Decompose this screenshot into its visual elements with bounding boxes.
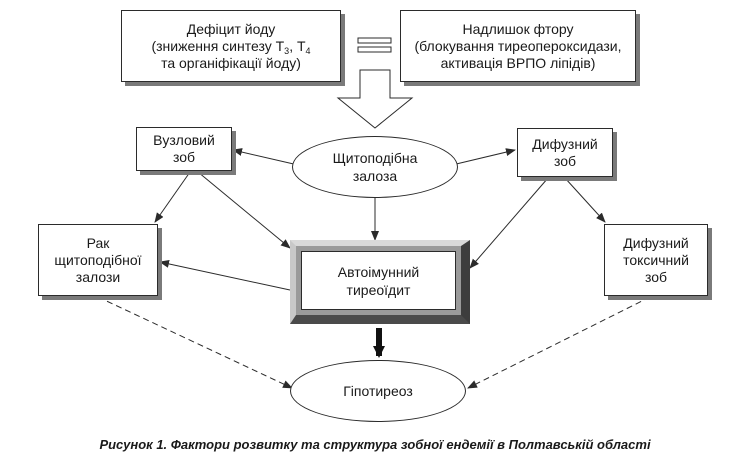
toxic-goiter-label-3: зоб (644, 268, 668, 285)
toxic-goiter-label-1: Дифузний (623, 234, 689, 251)
hypothyroidism-label: Гіпотиреоз (343, 383, 413, 399)
thyroid-label-1: Щитоподібна (332, 150, 418, 166)
hollow-down-arrow (336, 69, 414, 129)
thyroid-cancer-label-2: щитоподібної (54, 251, 142, 268)
iodine-deficit-title: Дефіцит йоду (186, 20, 276, 37)
arrow-diffuse-to-autoimmune (469, 177, 549, 269)
autoimmune-thyroiditis-box: Автоімунний тиреоїдит (301, 251, 456, 310)
nodular-goiter-label-1: Вузловий (153, 132, 215, 148)
fluorine-excess-detail: (блокування тиреопероксидази, (414, 37, 622, 54)
dashed-arrow-toxic-to-hypothyroid (467, 296, 651, 389)
iodine-deficit-detail: (зниження синтезу Т3, Т4 (151, 37, 311, 56)
thyroid-cancer-label-3: залози (75, 268, 121, 285)
arrow-diffuse-to-toxic (564, 177, 606, 223)
autoimmune-label-1: Автоімунний (337, 263, 420, 280)
dashed-arrow-cancer-to-hypothyroid (97, 296, 293, 389)
thyroid-label-2: залоза (352, 168, 398, 184)
nodular-goiter-box: Вузловий зоб (136, 127, 232, 171)
thyroid-ellipse: Щитоподібна залоза (292, 136, 458, 198)
arrow-thyroid-to-diffuse (451, 148, 516, 166)
iodine-deficit-detail-2: та органіфікації йоду) (161, 54, 301, 71)
diffuse-goiter-label-1: Дифузний (532, 135, 598, 152)
arrow-nodular-to-cancer (154, 171, 191, 223)
arrow-thyroid-to-nodular (232, 148, 299, 166)
figure-caption: Рисунок 1. Фактори розвитку та структура… (99, 437, 651, 452)
fluorine-excess-title: Надлишок фтору (462, 20, 574, 37)
toxic-goiter-box: Дифузний токсичний зоб (604, 224, 708, 296)
hypothyroidism-ellipse: Гіпотиреоз (290, 360, 466, 422)
equals-icon (357, 37, 392, 53)
arrow-autoimmune-to-cancer (159, 259, 291, 291)
autoimmune-thyroiditis-frame: Автоімунний тиреоїдит (290, 240, 470, 324)
arrow-nodular-to-autoimmune (197, 171, 291, 249)
diffuse-goiter-box: Дифузний зоб (517, 128, 613, 177)
nodular-goiter-label-2: зоб (172, 149, 196, 165)
toxic-goiter-label-2: токсичний (623, 251, 689, 268)
thyroid-cancer-box: Рак щитоподібної залози (38, 224, 158, 296)
fluorine-excess-box: Надлишок фтору (блокування тиреопероксид… (400, 10, 636, 82)
iodine-deficit-box: Дефіцит йоду (зниження синтезу Т3, Т4 та… (121, 10, 341, 82)
autoimmune-label-2: тиреоїдит (346, 281, 411, 298)
thyroid-cancer-label-1: Рак (86, 234, 110, 251)
diffuse-goiter-label-2: зоб (553, 152, 577, 169)
fluorine-excess-detail-2: активація ВРПО ліпідів) (440, 54, 596, 71)
